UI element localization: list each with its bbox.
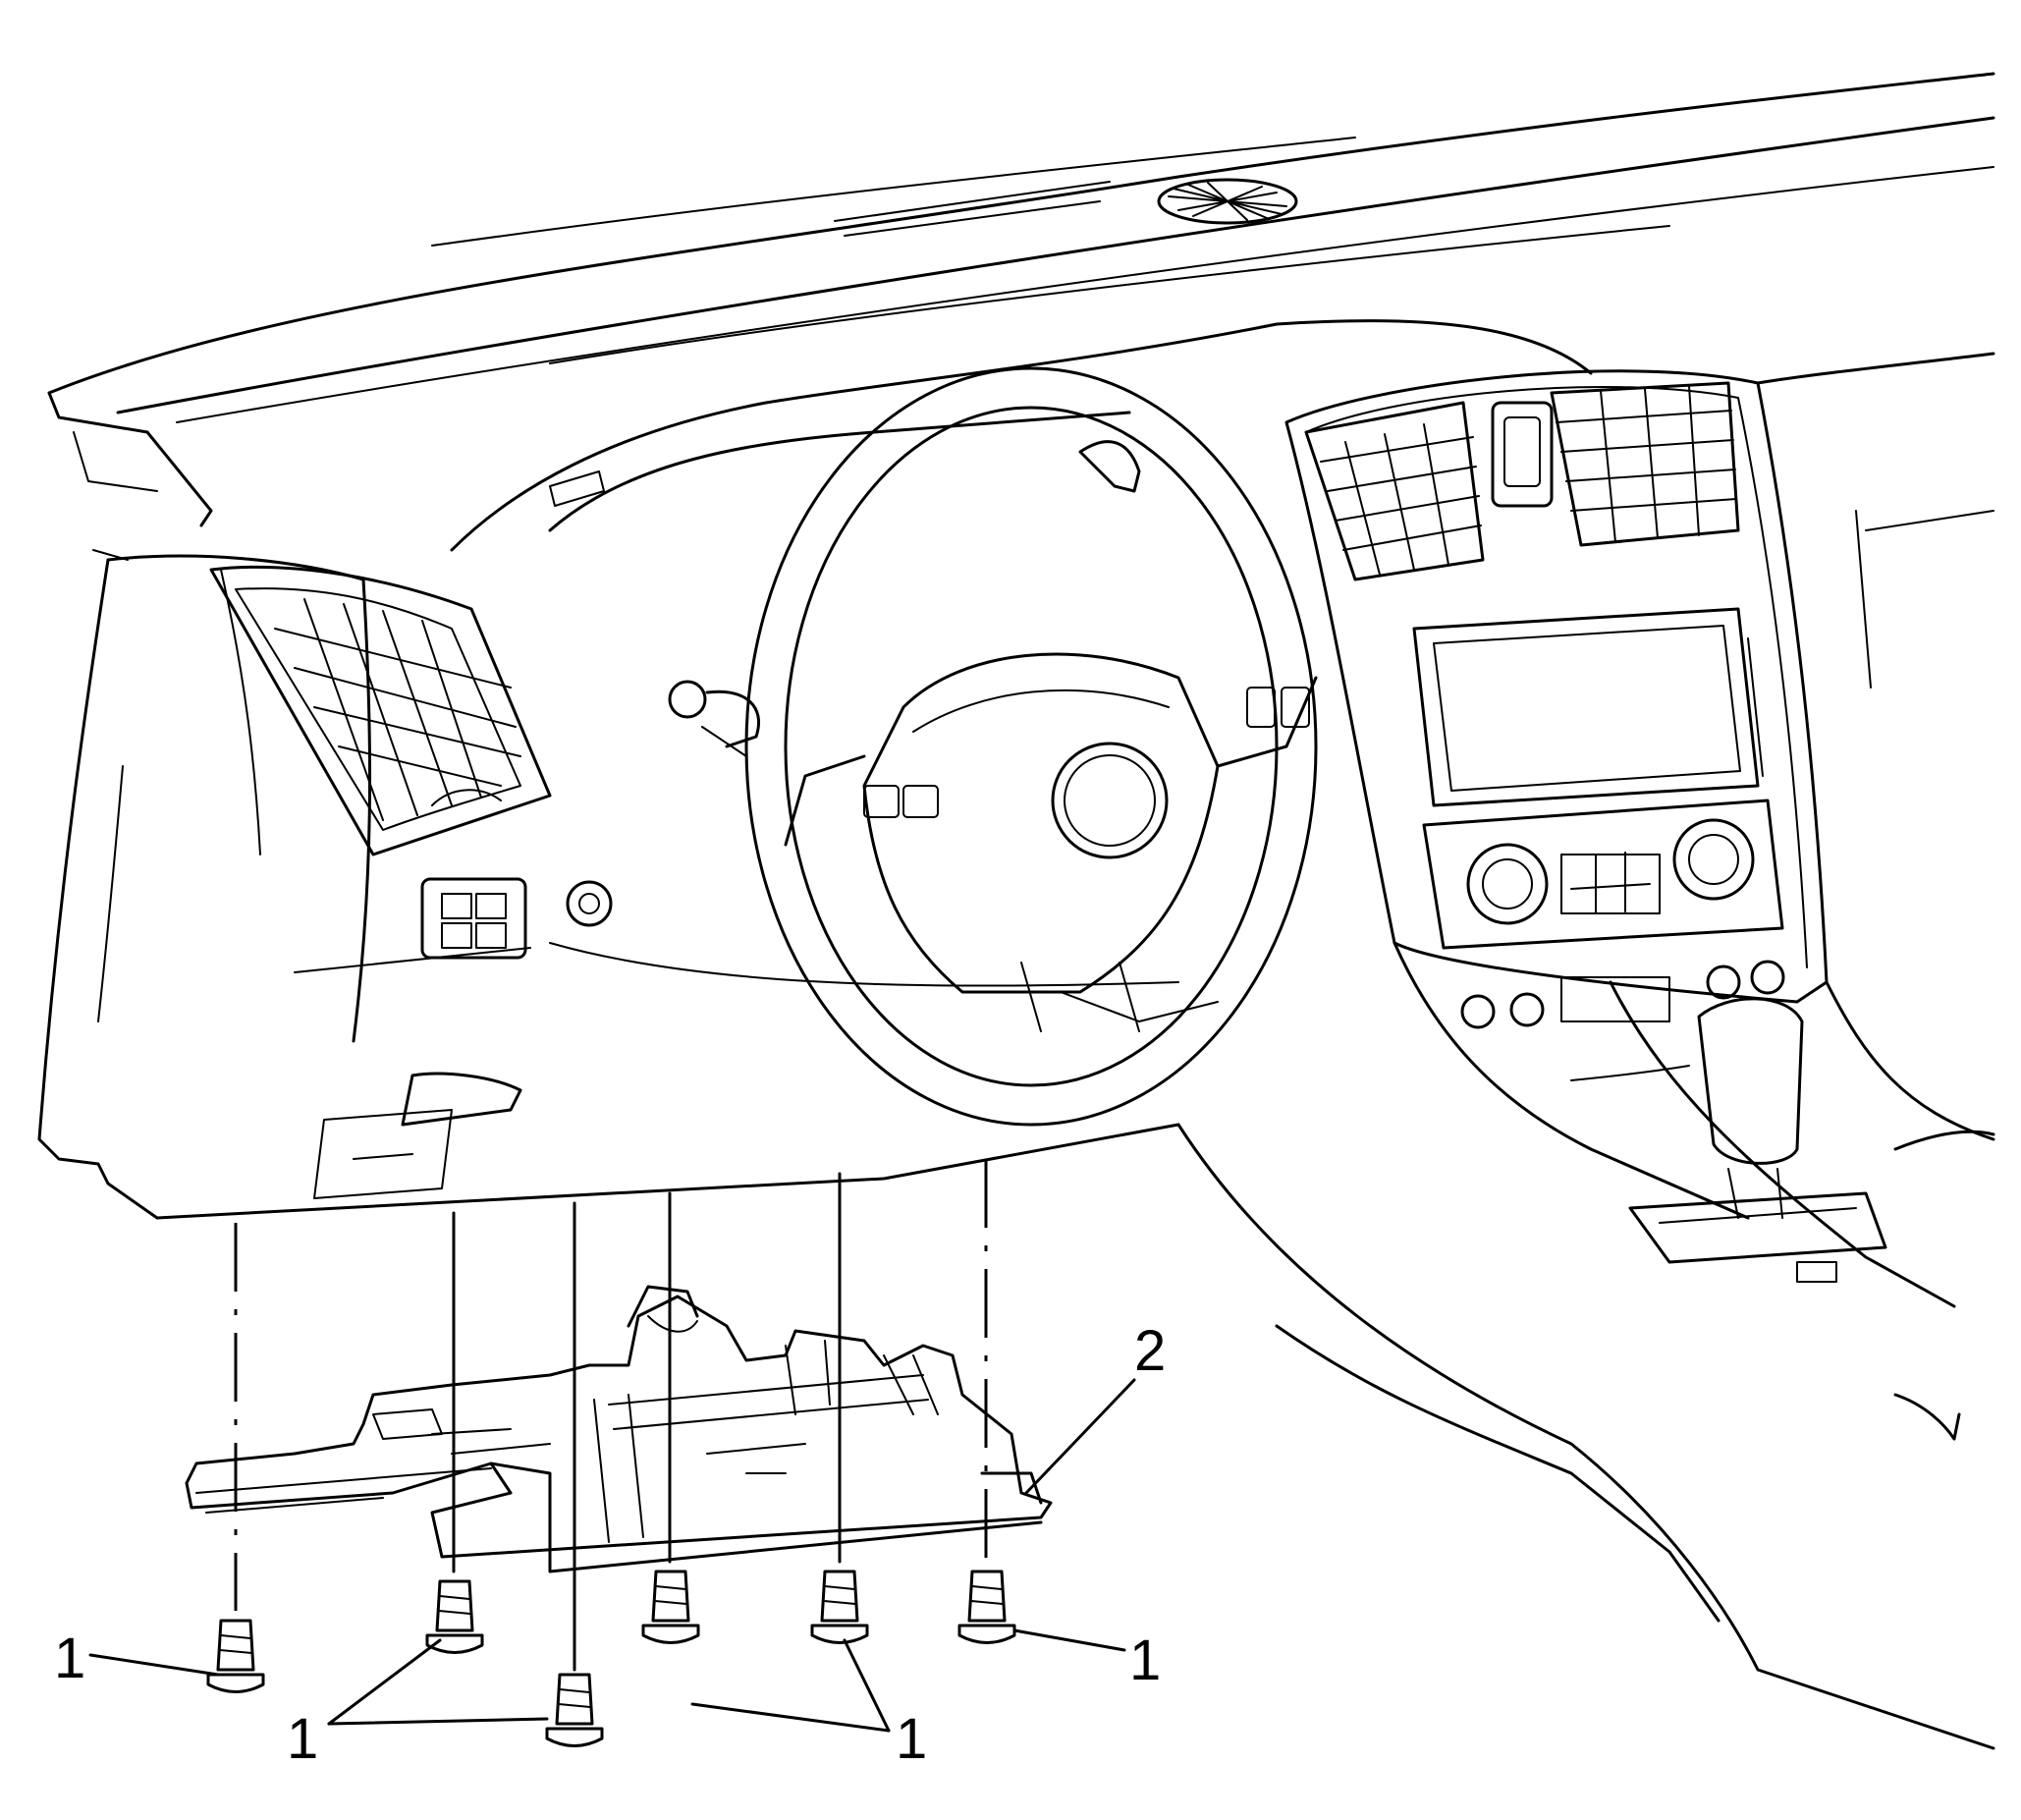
instrument-panel-left-section — [37, 549, 1180, 1220]
callout-2: 2 — [1134, 1319, 1166, 1383]
left-lower-trim — [313, 1072, 522, 1199]
lower-center-controls — [1460, 960, 1785, 1081]
left-switch-bank — [420, 877, 613, 960]
fastener-1d — [641, 1570, 700, 1644]
dash-top-panel — [47, 72, 1995, 527]
leader-lines — [88, 1378, 1136, 1733]
column-switch — [668, 680, 761, 757]
center-air-vents — [1304, 381, 1740, 581]
steering-wheel — [744, 366, 1318, 1127]
climate-control-panel — [1422, 799, 1784, 950]
knee-bolster-bracket — [185, 1285, 1053, 1573]
cluster-hood — [450, 319, 1593, 552]
speaker-grille — [1157, 178, 1298, 225]
left-air-vent — [209, 565, 552, 856]
callout-1-center-left: 1 — [287, 1707, 318, 1771]
callout-1-right: 1 — [1129, 1628, 1161, 1692]
callout-1-left: 1 — [54, 1627, 85, 1690]
fastener-axis-lines — [234, 1159, 988, 1672]
fastener-1e — [810, 1570, 869, 1644]
fasteners — [206, 1570, 1016, 1747]
fastener-1a — [206, 1619, 265, 1693]
fastener-1c — [545, 1673, 604, 1747]
callout-1-center-right: 1 — [896, 1707, 927, 1771]
gear-shifter — [1628, 997, 1887, 1283]
right-console-trim — [1176, 352, 1995, 1750]
fastener-1f — [957, 1570, 1016, 1644]
navigation-display — [1412, 607, 1764, 807]
callouts: 1 1 1 1 2 — [54, 1319, 1166, 1771]
